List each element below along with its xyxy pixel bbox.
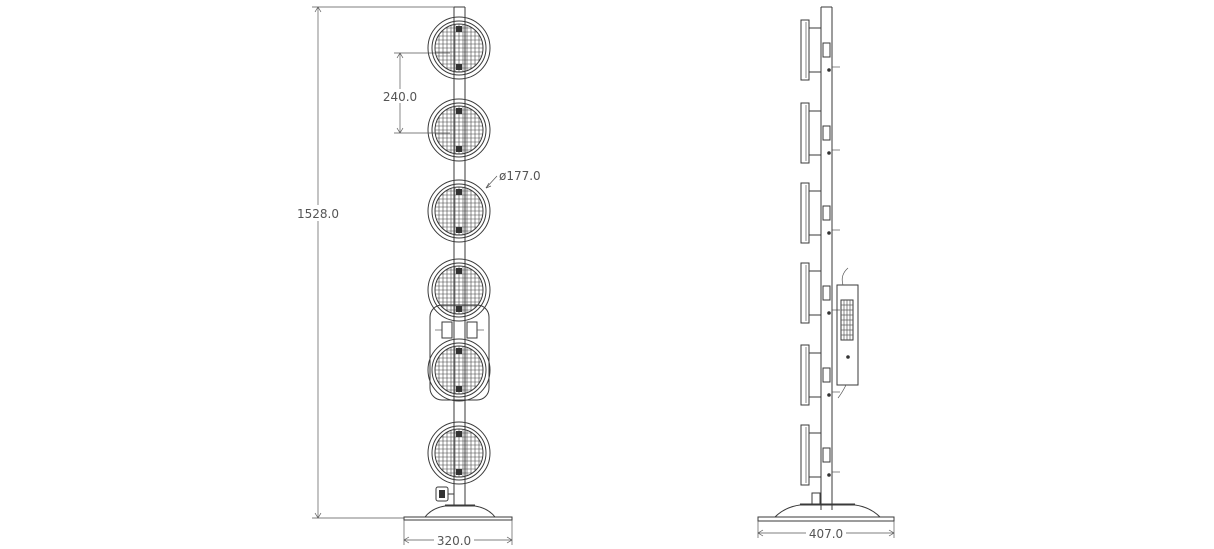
height-label: 1528.0 <box>297 207 339 221</box>
side-base <box>757 492 895 522</box>
diameter-leader <box>485 175 498 189</box>
side-lamp-head <box>800 102 840 164</box>
front-lamp-head <box>427 98 491 162</box>
front-view: 1528.0 240.0 ø177.0 <box>296 6 541 548</box>
side-lamp-heads <box>800 19 840 486</box>
side-pole <box>820 6 833 510</box>
front-base-width-dimension <box>403 520 513 547</box>
side-lamp-head <box>800 19 840 81</box>
spacing-label: 240.0 <box>383 90 417 104</box>
side-base-width-dimension <box>757 521 895 540</box>
diameter-label: ø177.0 <box>499 169 541 183</box>
side-lamp-head <box>800 424 840 486</box>
side-base-width-label: 407.0 <box>809 527 843 541</box>
front-lamp-heads <box>427 16 491 485</box>
front-adjust-knob <box>435 486 454 502</box>
front-lamp-head <box>427 258 491 322</box>
front-base-width-label: 320.0 <box>437 534 471 548</box>
side-lamp-head <box>800 262 840 324</box>
lamp-grille <box>435 266 483 314</box>
side-lamp-head <box>800 182 840 244</box>
spacing-dimension <box>380 52 450 134</box>
front-mount-clips <box>435 321 484 339</box>
side-driver-box <box>836 267 859 399</box>
side-lamp-head <box>800 344 840 406</box>
front-pole <box>453 6 466 505</box>
front-base <box>403 504 513 521</box>
side-view: 407.0 <box>757 6 895 541</box>
front-lamp-head <box>427 421 491 485</box>
front-lamp-head <box>427 179 491 243</box>
height-dimension <box>296 6 454 519</box>
front-lamp-head <box>427 16 491 80</box>
front-lamp-head <box>427 338 491 402</box>
front-mount-plate <box>429 304 490 401</box>
